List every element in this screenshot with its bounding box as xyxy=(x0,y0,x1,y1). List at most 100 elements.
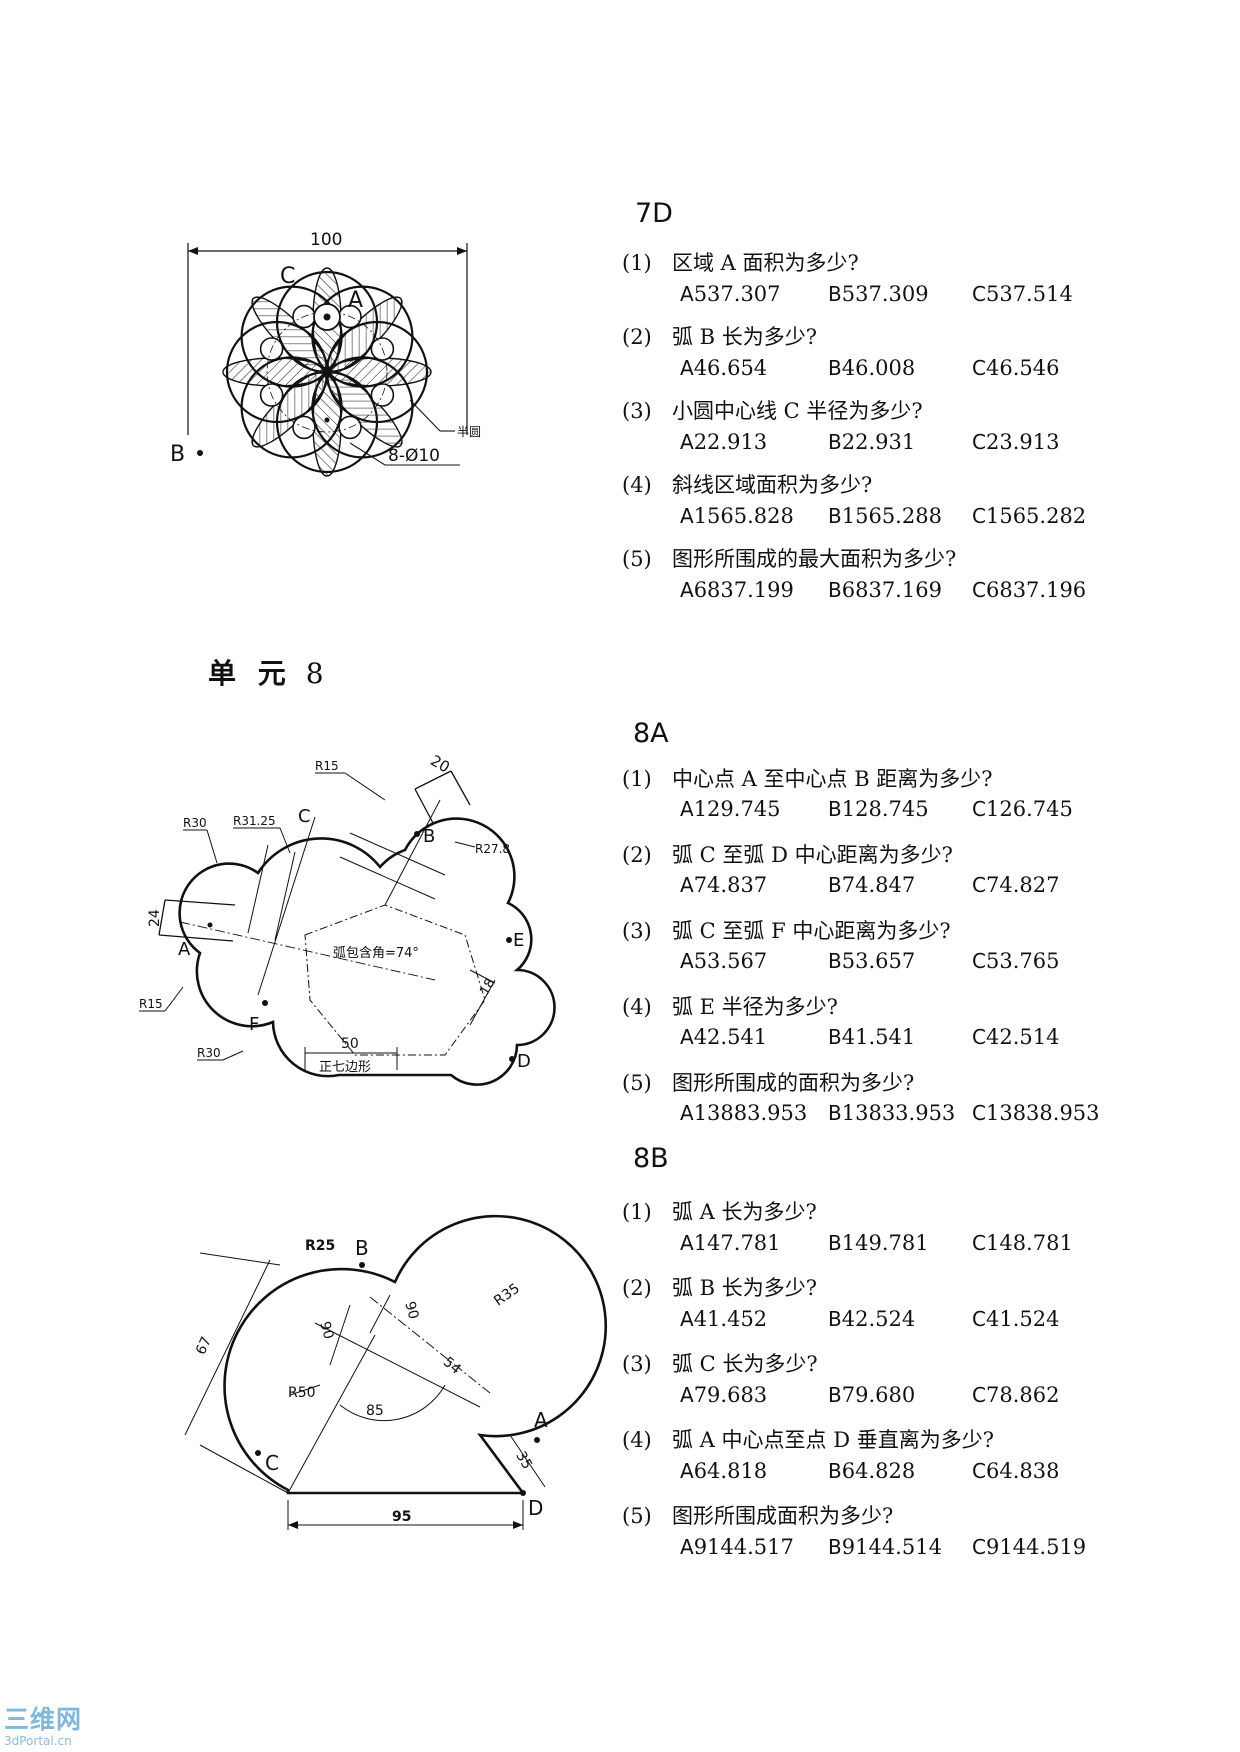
answer-option[interactable]: B41.541 xyxy=(828,1025,915,1049)
option-value: 13833.953 xyxy=(841,1101,956,1125)
answer-option[interactable]: C78.862 xyxy=(972,1383,1059,1407)
label-e: E xyxy=(513,930,524,951)
answer-option[interactable]: B9144.514 xyxy=(828,1535,942,1559)
figure-8a: 24 A B 20 50 正七边形 弧包含角=74° R15 R30 R31.2… xyxy=(139,751,556,1086)
label-r15-left: R15 xyxy=(139,997,163,1011)
answer-option[interactable]: A147.781 xyxy=(680,1231,781,1255)
option-value: 22.931 xyxy=(841,430,916,454)
answer-option[interactable]: C126.745 xyxy=(972,797,1073,821)
question-text: 图形所围成面积为多少? xyxy=(672,1504,894,1528)
answer-option[interactable]: B22.931 xyxy=(828,430,915,454)
answer-option[interactable]: A13883.953 xyxy=(680,1101,807,1125)
option-letter: B xyxy=(828,797,842,821)
answer-option[interactable]: C64.838 xyxy=(972,1459,1059,1483)
option-value: 1565.828 xyxy=(693,504,794,528)
answer-option[interactable]: A537.307 xyxy=(680,282,781,306)
answer-option[interactable]: B128.745 xyxy=(828,797,929,821)
answer-option[interactable]: A22.913 xyxy=(680,430,767,454)
answer-option[interactable]: A74.837 xyxy=(680,873,767,897)
option-letter: A xyxy=(680,1383,694,1407)
option-letter: A xyxy=(680,1101,694,1125)
brand-url: 3dPortal.cn xyxy=(4,1734,72,1748)
unit-label: 单 元 xyxy=(208,657,292,690)
answer-option[interactable]: B64.828 xyxy=(828,1459,915,1483)
question-text: 小圆中心线 C 半径为多少? xyxy=(672,399,923,423)
option-value: 537.307 xyxy=(693,282,781,306)
option-value: 41.524 xyxy=(985,1307,1060,1331)
question-number: (4) xyxy=(622,1428,652,1452)
answer-option[interactable]: C53.765 xyxy=(972,949,1059,973)
answer-option[interactable]: C42.514 xyxy=(972,1025,1059,1049)
option-letter: A xyxy=(680,797,694,821)
option-value: 9144.514 xyxy=(841,1535,942,1559)
answer-option[interactable]: B6837.169 xyxy=(828,578,942,602)
dim-24: 24 xyxy=(147,909,163,927)
note-heptagon: 正七边形 xyxy=(319,1060,371,1075)
petal-circle xyxy=(240,285,343,388)
option-letter: A xyxy=(680,282,694,306)
dim-90b: 90 xyxy=(401,1300,421,1321)
option-value: 79.683 xyxy=(693,1383,768,1407)
answer-option[interactable]: A9144.517 xyxy=(680,1535,794,1559)
option-letter: A xyxy=(680,1231,694,1255)
answer-option[interactable]: C6837.196 xyxy=(972,578,1086,602)
answer-option[interactable]: A46.654 xyxy=(680,356,767,380)
option-value: 46.008 xyxy=(841,356,916,380)
answer-option[interactable]: A53.567 xyxy=(680,949,767,973)
label-a-7d: A xyxy=(348,288,363,313)
dim-35: 35 xyxy=(512,1449,535,1472)
option-value: 79.680 xyxy=(841,1383,916,1407)
answer-option[interactable]: B53.657 xyxy=(828,949,915,973)
answer-option[interactable]: A42.541 xyxy=(680,1025,767,1049)
option-value: 6837.196 xyxy=(985,578,1087,602)
answer-option[interactable]: B46.008 xyxy=(828,356,915,380)
option-value: 78.862 xyxy=(985,1383,1060,1407)
answer-option[interactable]: C537.514 xyxy=(972,282,1073,306)
option-value: 53.657 xyxy=(841,949,916,973)
answer-option[interactable]: B74.847 xyxy=(828,873,915,897)
answer-option[interactable]: C41.524 xyxy=(972,1307,1059,1331)
option-letter: B xyxy=(828,1101,842,1125)
option-value: 64.838 xyxy=(985,1459,1060,1483)
option-letter: B xyxy=(828,356,842,380)
option-letter: B xyxy=(828,1307,842,1331)
answer-option[interactable]: A129.745 xyxy=(680,797,781,821)
answer-option[interactable]: A6837.199 xyxy=(680,578,794,602)
option-value: 41.541 xyxy=(841,1025,916,1049)
option-letter: C xyxy=(972,1383,986,1407)
answer-option[interactable]: A64.818 xyxy=(680,1459,767,1483)
option-letter: A xyxy=(680,578,694,602)
answer-option[interactable]: B1565.288 xyxy=(828,504,942,528)
question-number: (1) xyxy=(622,767,652,791)
note-arc-angle: 弧包含角=74° xyxy=(333,945,419,961)
label-d-8a: D xyxy=(517,1051,531,1072)
figure-7d: 100 C A B 半圆 8-Ø10 xyxy=(170,230,481,477)
answer-option[interactable]: B42.524 xyxy=(828,1307,915,1331)
answer-option[interactable]: B13833.953 xyxy=(828,1101,955,1125)
label-d-8b: D xyxy=(528,1496,543,1520)
answer-option[interactable]: C1565.282 xyxy=(972,504,1086,528)
hole-centerline xyxy=(266,311,388,433)
answer-option[interactable]: A79.683 xyxy=(680,1383,767,1407)
answer-option[interactable]: C23.913 xyxy=(972,430,1059,454)
answer-option[interactable]: B537.309 xyxy=(828,282,929,306)
option-value: 9144.519 xyxy=(985,1535,1087,1559)
answer-option[interactable]: A41.452 xyxy=(680,1307,767,1331)
answer-option[interactable]: C46.546 xyxy=(972,356,1059,380)
option-letter: C xyxy=(972,1101,986,1125)
answer-option[interactable]: B79.680 xyxy=(828,1383,915,1407)
answer-option[interactable]: C148.781 xyxy=(972,1231,1073,1255)
option-letter: B xyxy=(828,1459,842,1483)
answer-option[interactable]: C9144.519 xyxy=(972,1535,1086,1559)
question-5: (5)图形所围成的最大面积为多少? xyxy=(622,543,956,573)
answer-option[interactable]: C74.827 xyxy=(972,873,1059,897)
answer-option[interactable]: C13838.953 xyxy=(972,1101,1100,1125)
answer-option[interactable]: B149.781 xyxy=(828,1231,929,1255)
section-title-8a: 8A xyxy=(633,718,669,749)
label-a-8a: A xyxy=(178,939,191,960)
option-value: 41.452 xyxy=(693,1307,768,1331)
option-letter: B xyxy=(828,873,842,897)
option-value: 129.745 xyxy=(693,797,781,821)
option-value: 53.765 xyxy=(985,949,1060,973)
answer-option[interactable]: A1565.828 xyxy=(680,504,794,528)
